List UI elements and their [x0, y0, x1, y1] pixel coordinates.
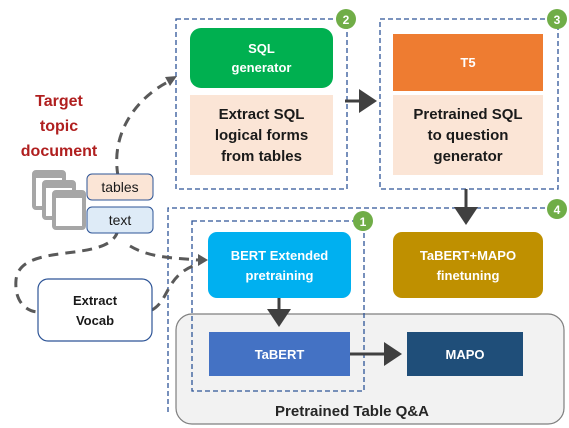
svg-text:2: 2 [343, 13, 350, 27]
dashed-arrow-text-to-vocab [14, 229, 120, 314]
step-badge-3: 3 [547, 9, 567, 29]
step-badge-2: 2 [336, 9, 356, 29]
tables-tag [86, 173, 154, 201]
stage1-region-border [191, 220, 365, 392]
extract-vocab-line2: Vocab [76, 313, 114, 328]
step-badge-1: 1 [353, 211, 373, 231]
target-document-line1: Target [35, 93, 83, 110]
sql-generator-header-line1: SQL [248, 41, 275, 56]
text-tag [86, 206, 154, 234]
sql-generator-header-line2: generator [232, 60, 292, 75]
sql-generator-body-line1: Extract SQL [219, 106, 305, 123]
finetuning-box [393, 232, 543, 298]
pretrained-table-qa-label: Pretrained Table Q&A [275, 403, 429, 420]
stage3-region-border [379, 18, 559, 190]
mapo-box [407, 332, 523, 376]
t5-header-label: T5 [460, 55, 475, 70]
t5-body-line3: generator [433, 148, 502, 165]
extract-vocab-line1: Extract [73, 293, 118, 308]
tabert-box [209, 332, 350, 376]
target-document-line3: document [21, 143, 98, 160]
extract-vocab-box [37, 278, 153, 342]
tables-tag-label: tables [101, 179, 138, 195]
bert-extended-box [208, 232, 351, 298]
t5-body [393, 95, 543, 175]
t5-header [393, 34, 543, 91]
mapo-label: MAPO [446, 347, 485, 362]
tabert-label: TaBERT [255, 347, 305, 362]
dashed-arrow-tables-to-sql [115, 80, 169, 177]
target-document-line2: topic [40, 118, 78, 135]
t5-body-line2: to question [428, 127, 509, 144]
bert-extended-line1: BERT Extended [231, 248, 329, 263]
svg-text:1: 1 [360, 215, 367, 229]
sql-generator-body [190, 95, 333, 175]
sql-generator-body-line2: logical forms [215, 127, 308, 144]
finetuning-line2: finetuning [437, 268, 500, 283]
sql-generator-header [190, 28, 333, 88]
document-stack-icon [32, 170, 86, 230]
finetuning-line1: TaBERT+MAPO [420, 248, 516, 263]
text-tag-label: text [109, 212, 132, 228]
sql-generator-body-line3: from tables [221, 148, 302, 165]
dashed-arrow-text-to-bert [129, 244, 199, 262]
step-badge-4: 4 [547, 199, 567, 219]
stage2-region-border [175, 18, 348, 190]
dashed-arrow-vocab-to-bert [151, 262, 199, 312]
svg-text:3: 3 [554, 13, 561, 27]
t5-body-line1: Pretrained SQL [413, 106, 522, 123]
svg-text:4: 4 [554, 203, 561, 217]
stage4-region-border [167, 207, 565, 412]
bert-extended-line2: pretraining [246, 268, 314, 283]
